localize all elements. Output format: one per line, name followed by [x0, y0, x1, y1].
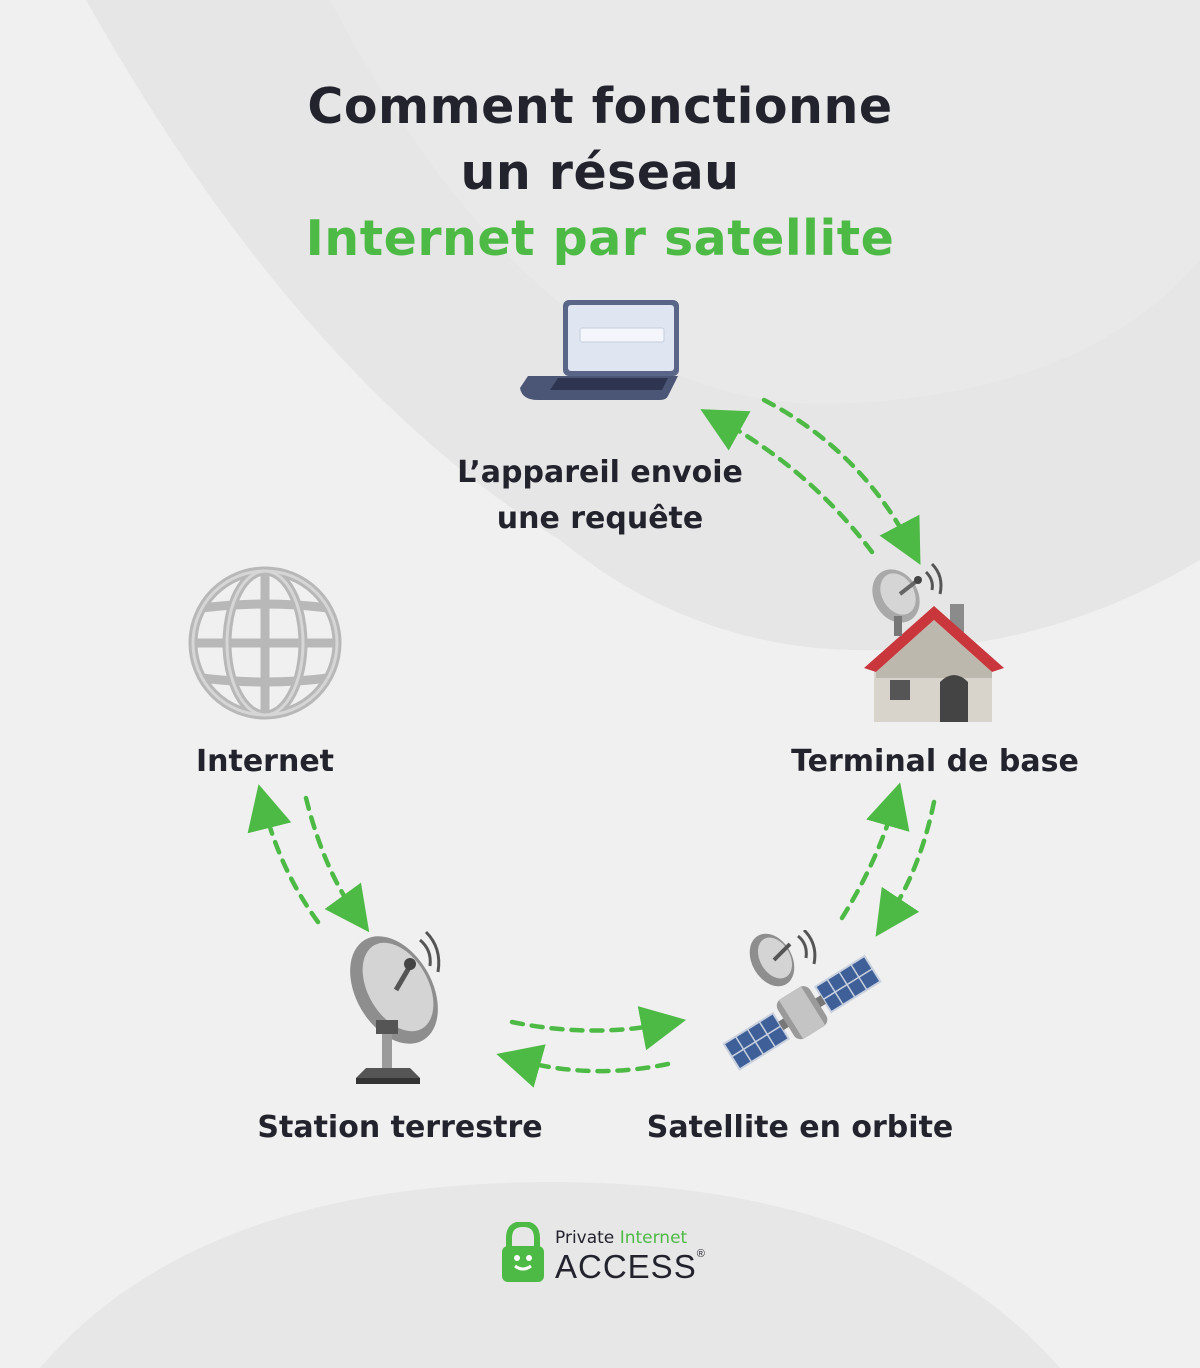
ground-station-icon	[350, 930, 441, 1084]
arrow-terminal-to-device	[700, 409, 875, 555]
pia-logo: Private Internet ACCESS®	[500, 1222, 710, 1285]
background-bottom-arc	[40, 1181, 1060, 1368]
device-label-line-2: une requête	[496, 501, 704, 536]
globe-icon	[188, 566, 342, 720]
internet-label: Internet	[195, 744, 335, 779]
house-dish-icon	[864, 562, 1004, 722]
laptop-icon	[520, 300, 679, 400]
arrow-internet-to-ground	[303, 795, 370, 933]
page-title: Comment fonctionne un réseau Internet pa…	[0, 74, 1200, 272]
ground-station-label: Station terrestre	[257, 1110, 543, 1145]
device-label-line-1: L’appareil envoie	[457, 455, 743, 490]
background-inner-arc	[330, 0, 1200, 404]
satellite-icon	[722, 930, 882, 1071]
arrow-satellite-to-ground	[496, 1044, 671, 1088]
title-line-2: un réseau	[460, 144, 740, 201]
arrow-ground-to-internet	[247, 784, 321, 925]
terminal-label: Terminal de base	[791, 744, 1079, 779]
logo-line-2: ACCESS®	[555, 1248, 706, 1285]
arrow-terminal-to-satellite	[875, 799, 937, 937]
device-label: L’appareil envoie une requête	[400, 450, 800, 542]
arrow-ground-to-satellite	[509, 1006, 687, 1051]
padlock-icon	[502, 1222, 544, 1282]
satellite-label: Satellite en orbite	[646, 1110, 954, 1145]
arrow-device-to-terminal	[761, 397, 921, 565]
logo-line-1: Private Internet	[555, 1228, 688, 1248]
arrow-satellite-to-terminal	[839, 782, 910, 921]
title-line-3: Internet par satellite	[305, 210, 895, 267]
title-line-1: Comment fonctionne	[307, 78, 893, 135]
